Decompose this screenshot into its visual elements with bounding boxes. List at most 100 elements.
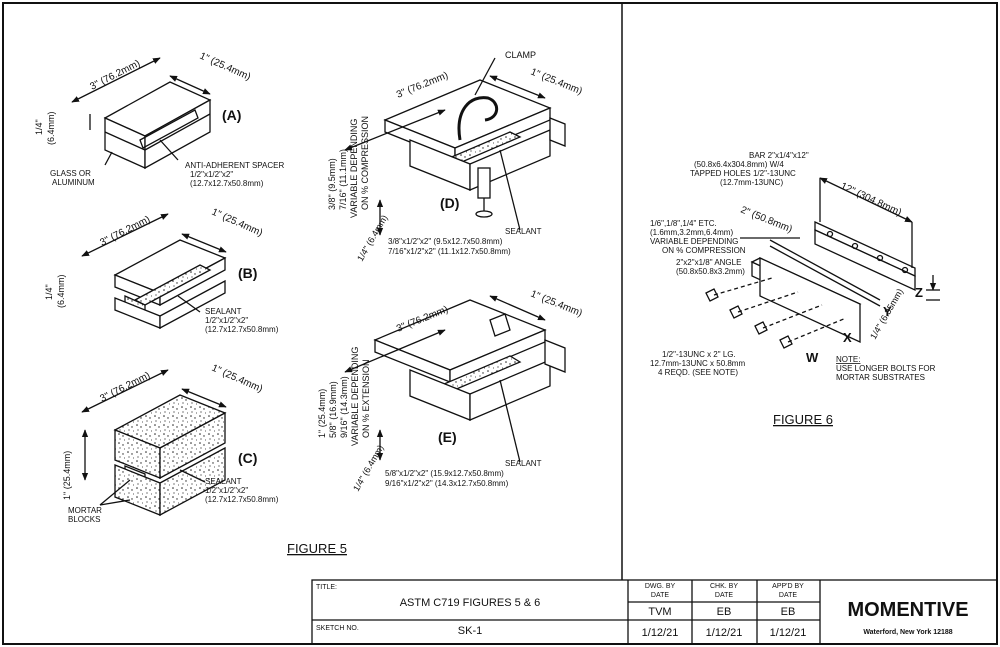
sketch-label: SKETCH NO. xyxy=(316,625,359,632)
fig5d-label: (D) xyxy=(440,195,459,211)
fig5d-var-1: 3/8" (9.5mm) xyxy=(327,158,337,210)
fig6-note-heading: NOTE: xyxy=(836,355,860,364)
approved-by: EB xyxy=(781,606,796,618)
fig5a-spacer-3: (12.7x12.7x50.8mm) xyxy=(190,179,264,188)
fig5b-label: (B) xyxy=(238,265,257,281)
fig5a-width: 1" (25.4mm) xyxy=(198,51,252,83)
app-by-header: APP'D BY xyxy=(772,583,804,590)
fig6-bar-4: (12.7mm-13UNC) xyxy=(720,178,783,187)
fig6-axis-w: W xyxy=(806,350,819,365)
figure-5c xyxy=(81,369,227,517)
fig5a-spacer-1: ANTI-ADHERENT SPACER xyxy=(185,161,284,170)
fig5c-sealant-1: SEALANT xyxy=(205,477,242,486)
fig5a-material-2: ALUMINUM xyxy=(52,178,95,187)
fig5c-width: 1" (25.4mm) xyxy=(210,363,264,395)
checked-date: 1/12/21 xyxy=(706,627,743,639)
fig5e-var-1: 1" (25.4mm) xyxy=(317,389,327,438)
fig5e-sealant-3: 9/16"x1/2"x2" (14.3x12.7x50.8mm) xyxy=(385,479,509,488)
fig5a-material-1: GLASS OR xyxy=(50,169,91,178)
fig6-angle-1: 2"x2"x1/8" ANGLE xyxy=(676,258,741,267)
drawn-by: TVM xyxy=(648,606,671,618)
fig5a-spacer-2: 1/2"x1/2"x2" xyxy=(190,170,233,179)
fig6-bar-3: TAPPED HOLES 1/2"-13UNC xyxy=(690,169,796,178)
fig5b-thk1: 1/4" xyxy=(44,284,54,300)
fig5e-var-5: ON % EXTENSION xyxy=(361,359,371,438)
drawn-date: 1/12/21 xyxy=(642,627,679,639)
fig5e-sealant-1: SEALANT xyxy=(505,459,542,468)
fig5c-mortar-2: BLOCKS xyxy=(68,515,100,524)
fig5e-var-2: 5/8" (16.9mm) xyxy=(328,381,338,438)
fig6-bar-1: BAR 2"x1/4"x12" xyxy=(749,151,809,160)
fig6-spacer-2: (1.6mm,3.2mm,6.4mm) xyxy=(650,228,733,237)
checked-by: EB xyxy=(717,606,732,618)
fig5d-thickness: 1/4" (6.4mm) xyxy=(355,213,390,263)
fig5d-width: 1" (25.4mm) xyxy=(529,67,584,98)
fig6-bolt-3: 4 REQD. (SEE NOTE) xyxy=(658,368,738,377)
fig5c-label: (C) xyxy=(238,450,257,466)
figure-5a xyxy=(71,57,212,170)
fig6-bolt-1: 1/2"-13UNC x 2" LG. xyxy=(662,350,736,359)
app-date-header: DATE xyxy=(779,592,797,599)
fig6-spacer-3: VARIABLE DEPENDING xyxy=(650,237,738,246)
fig5c-thickness: 1" (25.4mm) xyxy=(62,451,72,500)
dwg-by-header: DWG. BY xyxy=(645,583,676,590)
figure-5d xyxy=(344,57,566,236)
fig5a-thk2: (6.4mm) xyxy=(46,111,56,145)
fig5c-length: 3" (76.2mm) xyxy=(98,370,152,405)
fig6-spacer-1: 1/6",1/8",1/4" ETC. xyxy=(650,219,717,228)
fig5e-sealant-2: 5/8"x1/2"x2" (15.9x12.7x50.8mm) xyxy=(385,469,504,478)
title-label: TITLE: xyxy=(316,584,337,591)
fig5b-sealant-3: (12.7x12.7x50.8mm) xyxy=(205,325,279,334)
fig5b-thk2: (6.4mm) xyxy=(56,274,66,308)
fig5e-var-4: VARIABLE DEPENDING xyxy=(350,347,360,446)
figure-5-caption: FIGURE 5 xyxy=(287,541,347,556)
company-logo: MOMENTIVE xyxy=(847,599,968,621)
figure-6 xyxy=(705,177,940,349)
fig5e-width: 1" (25.4mm) xyxy=(529,289,584,320)
fig5e-var-3: 9/16" (14.3mm) xyxy=(339,376,349,438)
dwg-date-header: DATE xyxy=(651,592,669,599)
fig6-axis-z: Z xyxy=(915,285,923,300)
fig6-axis-y: Y xyxy=(883,304,892,319)
fig6-axis-x: X xyxy=(843,330,852,345)
approved-date: 1/12/21 xyxy=(770,627,807,639)
fig6-length: 12" (304.8mm) xyxy=(839,181,903,219)
fig5a-thk1: 1/4" xyxy=(34,119,44,135)
figure-5e xyxy=(344,295,566,463)
fig5b-sealant-1: SEALANT xyxy=(205,307,242,316)
fig6-spacer-4: ON % COMPRESSION xyxy=(662,246,746,255)
sketch-number: SK-1 xyxy=(458,625,482,637)
company-location: Waterford, New York 12188 xyxy=(863,629,952,636)
fig5d-var-3: VARIABLE DEPENDING xyxy=(349,119,359,218)
fig5d-sealant-2: 3/8"x1/2"x2" (9.5x12.7x50.8mm) xyxy=(388,237,503,246)
fig5e-label: (E) xyxy=(438,429,457,445)
fig5d-var-4: ON % COMPRESSION xyxy=(360,116,370,210)
fig5c-sealant-3: (12.7x12.7x50.8mm) xyxy=(205,495,279,504)
fig5b-sealant-2: 1/2"x1/2"x2" xyxy=(205,316,248,325)
title-block xyxy=(311,579,998,645)
fig5c-mortar-1: MORTAR xyxy=(68,506,102,515)
fig5c-sealant-2: 1/2"x1/2"x2" xyxy=(205,486,248,495)
fig5d-sealant-3: 7/16"x1/2"x2" (11.1x12.7x50.8mm) xyxy=(388,247,511,256)
fig5b-width: 1" (25.4mm) xyxy=(210,207,264,239)
fig5a-label: (A) xyxy=(222,107,241,123)
fig6-two-inch: 2" (50.8mm) xyxy=(739,205,794,236)
fig5e-thickness: 1/4" (6.4mm) xyxy=(351,443,386,493)
fig5a-length: 3" (76.2mm) xyxy=(88,58,142,93)
chk-by-header: CHK. BY xyxy=(710,583,738,590)
chk-date-header: DATE xyxy=(715,592,733,599)
figure-6-caption: FIGURE 6 xyxy=(773,412,833,427)
drawing-title: ASTM C719 FIGURES 5 & 6 xyxy=(400,597,541,609)
fig6-bolt-2: 12.7mm-13UNC x 50.8mm xyxy=(650,359,745,368)
fig6-bar-2: (50.8x6.4x304.8mm) W/4 xyxy=(694,160,784,169)
fig6-note-2: MORTAR SUBSTRATES xyxy=(836,373,925,382)
fig5b-length: 3" (76.2mm) xyxy=(98,214,152,249)
fig5d-var-2: 7/16" (11.1mm) xyxy=(338,149,348,210)
fig5d-clamp-label: CLAMP xyxy=(505,50,536,60)
fig5d-sealant-1: SEALANT xyxy=(505,227,542,236)
figure-5b xyxy=(81,213,227,330)
fig6-note-1: USE LONGER BOLTS FOR xyxy=(836,364,936,373)
fig6-angle-2: (50.8x50.8x3.2mm) xyxy=(676,267,745,276)
